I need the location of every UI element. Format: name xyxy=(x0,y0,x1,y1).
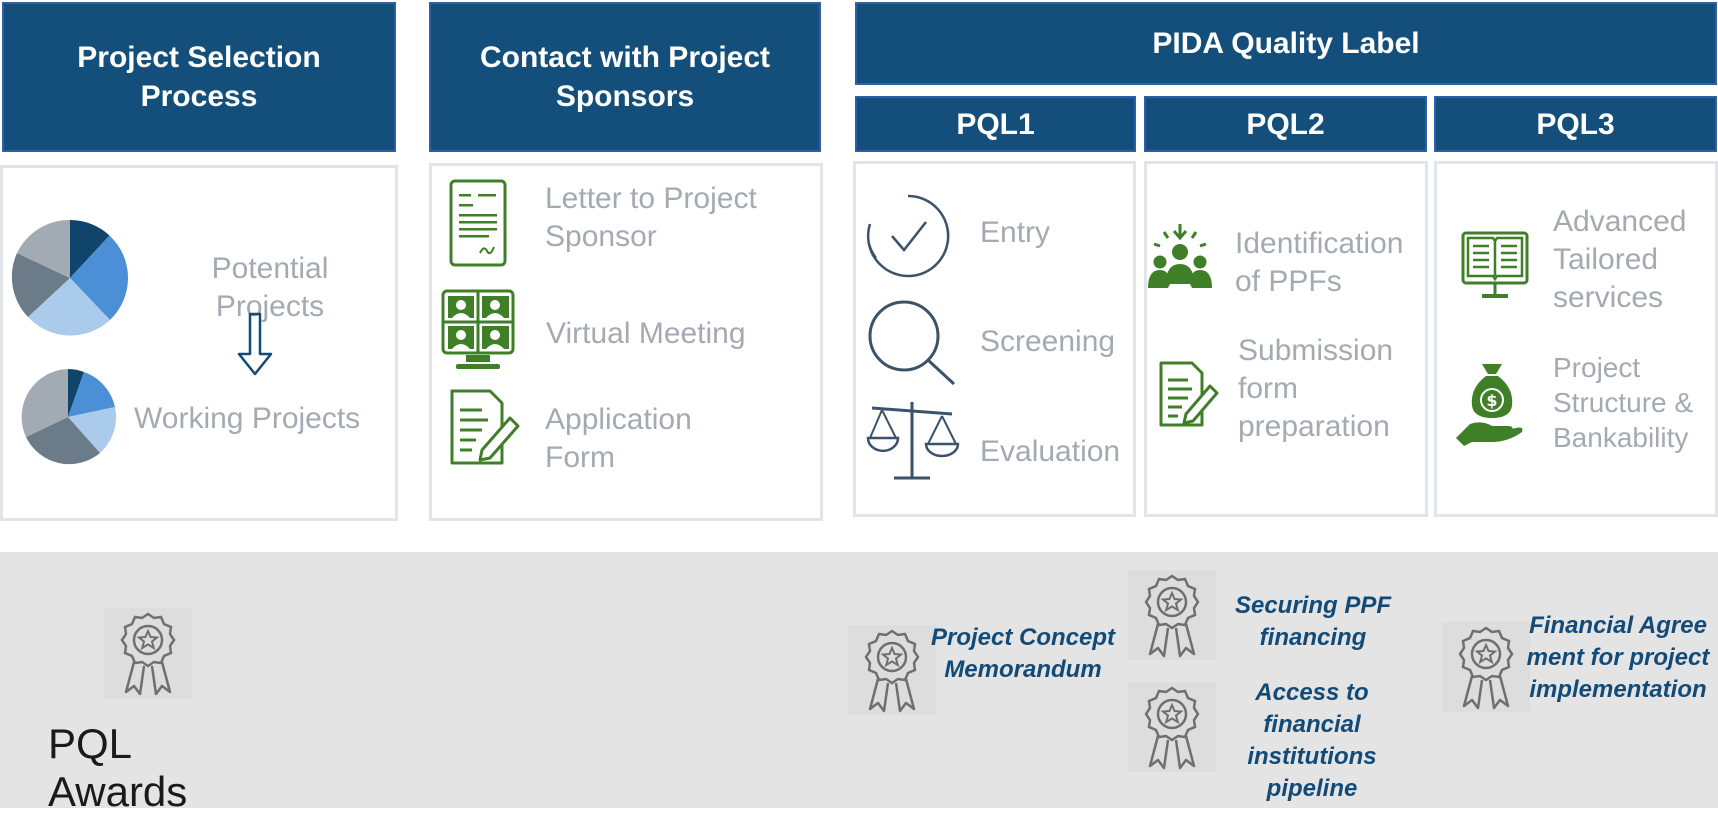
submission-form-label: Submission form preparation xyxy=(1238,334,1394,443)
potential-projects-label: Potential Projects xyxy=(211,252,329,323)
pie-slice xyxy=(70,219,110,278)
header-pql3-label: PQL3 xyxy=(1536,107,1615,141)
money-bag-hand-icon: $ xyxy=(1456,364,1523,446)
panel-pql2 xyxy=(1144,161,1428,517)
svg-text:$: $ xyxy=(1486,391,1497,410)
panel-pql1 xyxy=(853,161,1136,517)
pql-awards-title: PQL Awards xyxy=(48,720,188,815)
video-call-icon xyxy=(441,289,515,369)
header-pql2-label: PQL2 xyxy=(1246,107,1325,141)
submission-form-icon xyxy=(1159,361,1219,427)
down-arrow-icon xyxy=(237,312,273,376)
letter-to-sponsor-label: Letter to Project Sponsor xyxy=(545,182,757,253)
pie-chart-icon xyxy=(21,369,117,465)
header-pql1: PQL1 xyxy=(855,96,1136,152)
award-securing-ppf: Securing PPF financing xyxy=(1234,592,1392,651)
award-financial-agreement: Financial Agreement for project implemen… xyxy=(1526,612,1710,703)
screening-label: Screening xyxy=(980,325,1116,358)
project-structure-label: Project Structure & Bankability xyxy=(1553,352,1694,453)
header-pql3: PQL3 xyxy=(1434,96,1717,152)
header-pql2: PQL2 xyxy=(1144,96,1427,152)
header-project-selection-label: Project Selection Process xyxy=(77,41,321,113)
checkmark-circle-icon xyxy=(866,194,950,278)
pie-slice xyxy=(21,369,68,437)
pie-slice xyxy=(70,235,129,320)
pie-slice xyxy=(68,372,115,417)
letter-document-icon xyxy=(449,179,507,267)
pie-slice xyxy=(28,278,110,336)
magnifier-icon xyxy=(868,300,956,386)
panel-pql3 xyxy=(1434,161,1718,517)
virtual-meeting-label: Virtual Meeting xyxy=(546,317,746,350)
pie-slice xyxy=(68,369,84,417)
pie-slice xyxy=(68,407,117,453)
award-ribbon-icon xyxy=(1128,682,1216,772)
scales-icon xyxy=(866,402,960,480)
header-contact-sponsors-label: Contact with Project Sponsors xyxy=(479,41,771,113)
award-ribbon-icon xyxy=(1442,622,1530,712)
award-ribbon-icon xyxy=(104,608,192,698)
header-project-selection: Project Selection Process xyxy=(2,2,396,152)
team-target-icon xyxy=(1148,224,1212,288)
pie-chart-icon xyxy=(11,219,129,336)
identification-ppfs-label: Identification of PPFs xyxy=(1235,227,1404,298)
form-pencil-icon xyxy=(450,389,520,465)
pie-slice xyxy=(26,417,100,465)
award-ribbon-icon xyxy=(1128,570,1216,660)
pie-slice xyxy=(11,253,70,317)
header-pql1-label: PQL1 xyxy=(956,107,1035,141)
award-project-concept: Project Concept Memorandum xyxy=(930,624,1116,683)
entry-label: Entry xyxy=(980,216,1051,249)
book-monitor-icon xyxy=(1461,231,1529,298)
header-contact-sponsors: Contact with Project Sponsors xyxy=(429,2,821,152)
application-form-label: Application Form xyxy=(545,403,692,474)
evaluation-label: Evaluation xyxy=(980,435,1121,468)
award-access-financial: Access to financial institutions pipelin… xyxy=(1247,679,1377,802)
working-projects-label: Working Projects xyxy=(134,402,361,435)
award-ribbon-icon xyxy=(848,625,936,715)
advanced-tailored-label: Advanced Tailored services xyxy=(1553,205,1687,314)
header-pida-quality-label-text: PIDA Quality Label xyxy=(1152,27,1420,60)
pie-slice xyxy=(17,219,70,278)
header-pida-quality-label: PIDA Quality Label xyxy=(855,2,1717,85)
